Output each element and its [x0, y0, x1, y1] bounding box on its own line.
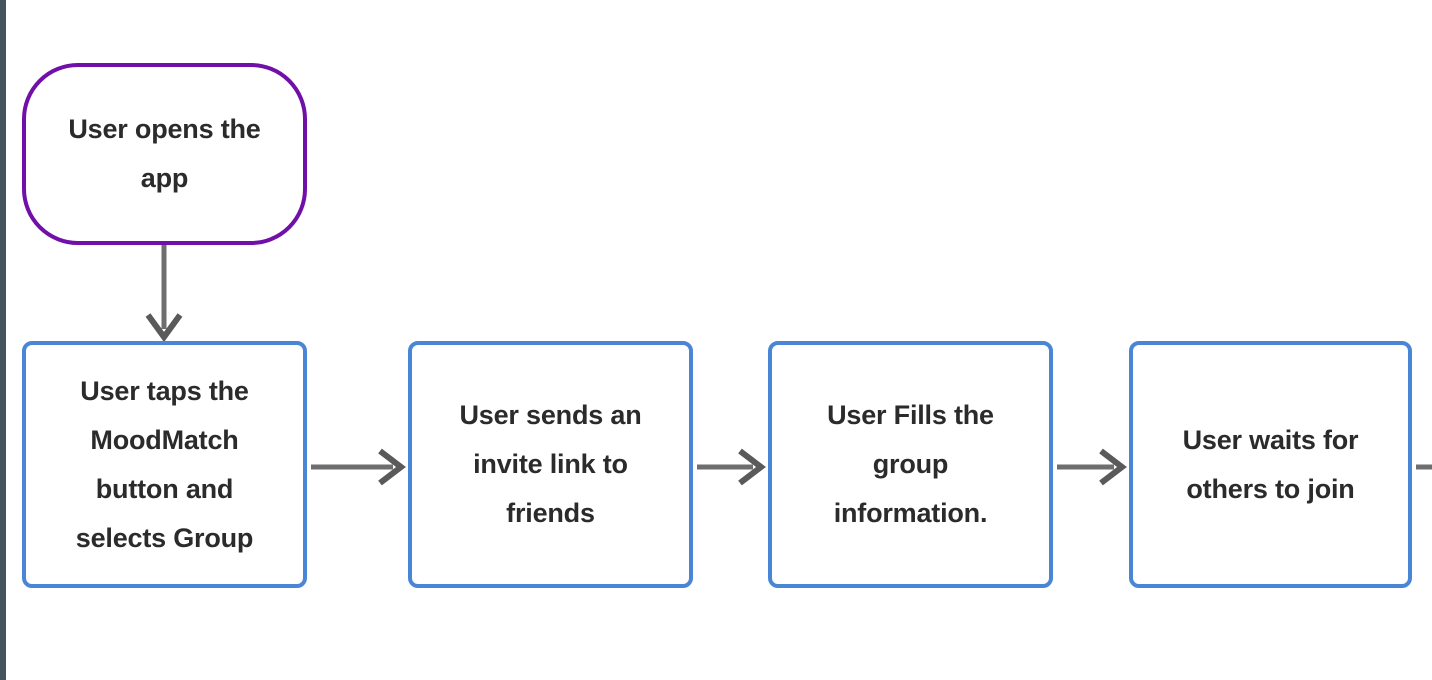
- flow-node-start[interactable]: User opens the app: [22, 63, 307, 245]
- connector-step3-to-step4: [1057, 448, 1127, 486]
- arrow-right-icon: [1057, 448, 1127, 486]
- flow-node-step3[interactable]: User Fills the group information.: [768, 341, 1053, 588]
- arrow-right-partial-icon: [1416, 464, 1432, 470]
- arrow-right-icon: [311, 448, 406, 486]
- arrow-down-icon: [145, 245, 183, 343]
- connector-start-to-step1: [145, 245, 183, 345]
- arrow-right-icon: [697, 448, 766, 486]
- flow-node-step1[interactable]: User taps the MoodMatch button and selec…: [22, 341, 307, 588]
- flow-node-step4-label: User waits for others to join: [1182, 424, 1359, 504]
- flow-node-step3-label: User Fills the group information.: [827, 400, 994, 528]
- flow-node-step2[interactable]: User sends an invite link to friends: [408, 341, 693, 588]
- flow-node-start-label: User opens the app: [68, 114, 261, 193]
- connector-step4-to-offscreen: [1416, 448, 1432, 486]
- connector-step1-to-step2: [311, 448, 406, 486]
- connector-step2-to-step3: [697, 448, 766, 486]
- left-edge-rail: [0, 0, 6, 680]
- flow-node-step4[interactable]: User waits for others to join: [1129, 341, 1412, 588]
- flow-node-step2-label: User sends an invite link to friends: [459, 400, 642, 528]
- flow-node-step1-label: User taps the MoodMatch button and selec…: [75, 375, 254, 553]
